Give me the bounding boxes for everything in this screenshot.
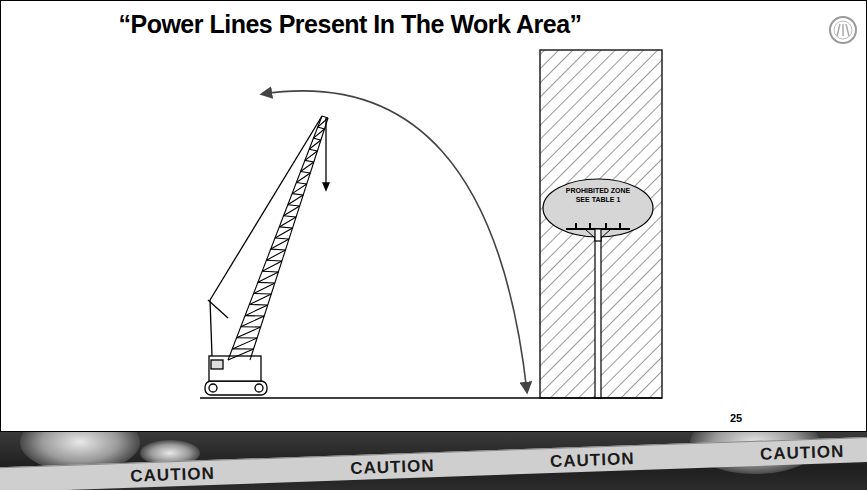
- caution-word: CAUTION: [350, 456, 435, 479]
- pole-crossarm: [0, 0, 867, 432]
- caution-word: CAUTION: [760, 442, 845, 465]
- caution-strip: CAUTION CAUTION CAUTION CAUTION: [0, 432, 867, 490]
- zone-label: PROHIBITED ZONE SEE TABLE 1: [564, 186, 632, 204]
- caution-word: CAUTION: [130, 464, 215, 487]
- page-number: 25: [730, 412, 742, 424]
- slide-title: “Power Lines Present In The Work Area”: [90, 10, 610, 39]
- caution-word: CAUTION: [550, 449, 635, 472]
